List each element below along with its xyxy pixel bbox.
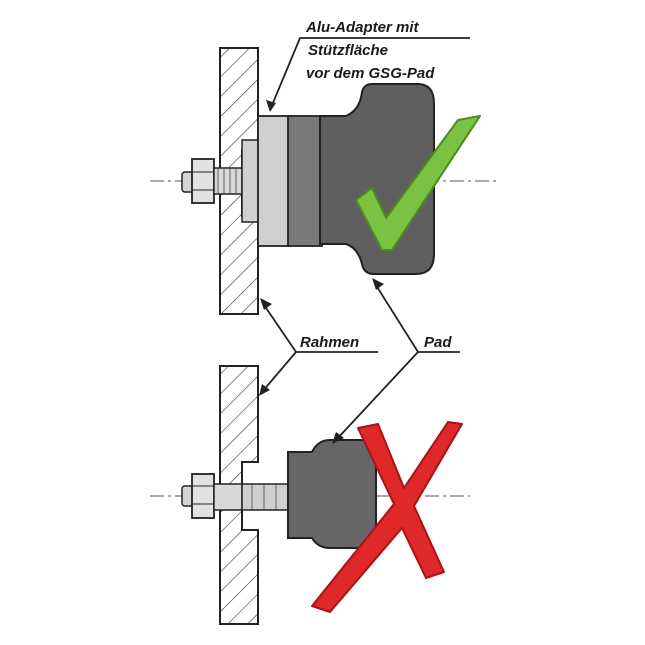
pad-arrowhead-bottom: [332, 432, 344, 444]
checkmark-icon: [355, 115, 481, 251]
leader-lines: [261, 37, 470, 441]
pad-leader-line-bottom: [335, 351, 419, 441]
bottom-bolt: [181, 473, 291, 519]
bottom-assembly: [150, 365, 470, 625]
adapter-label-line2: Stützfläche: [308, 42, 388, 59]
arrowheads: [259, 100, 384, 444]
adapter-label-line3: vor dem GSG-Pad: [306, 65, 435, 82]
frame-leader-line-bottom: [261, 351, 297, 393]
top-bolt: [181, 158, 243, 204]
pad-arrowhead-top: [372, 278, 384, 290]
adapter-arrowhead: [266, 100, 276, 112]
adapter-label-line1: Alu-Adapter mit: [305, 19, 420, 36]
frame-label: Rahmen: [300, 334, 359, 351]
top-assembly: [150, 47, 500, 315]
adapter-leader-line: [269, 37, 470, 111]
cross-icon: [311, 421, 463, 613]
frame-arrowhead-bottom: [259, 384, 270, 396]
pad-label: Pad: [424, 334, 452, 351]
frame-arrowhead-top: [260, 298, 272, 310]
bottom-pad: [287, 439, 382, 549]
